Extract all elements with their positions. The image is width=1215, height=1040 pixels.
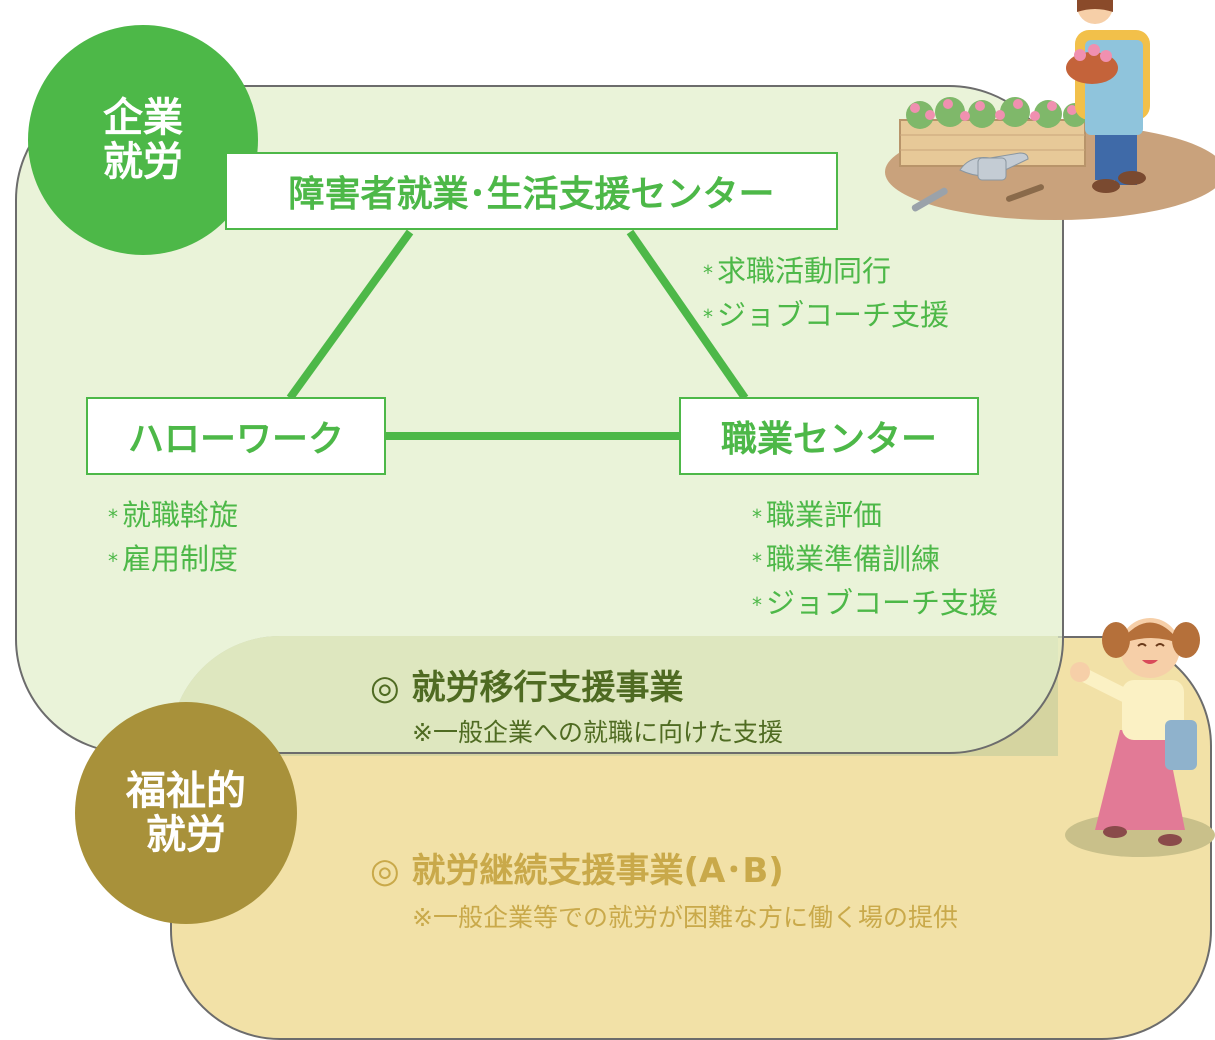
list-item: *職業評価 [752, 498, 883, 532]
list-item: *ジョブコーチ支援 [752, 586, 999, 620]
transition-program-note: ※一般企業への就職に向けた支援 [412, 718, 783, 747]
corporate-label-line2: 就労 [103, 139, 183, 185]
list-item: *職業準備訓練 [752, 542, 941, 576]
continuation-program-note: ※一般企業等での就労が困難な方に働く場の提供 [412, 903, 958, 932]
vocational-services: *職業評価 *職業準備訓練 *ジョブコーチ支援 [752, 494, 998, 626]
transition-program-title: ◎ 就労移行支援事業 [370, 668, 684, 708]
list-item: *就職斡旋 [108, 498, 239, 532]
vocational-center-node: 職業センター [679, 397, 979, 475]
welfare-employment-badge: 福祉的 就労 [75, 702, 297, 924]
waving-woman-illustration [1065, 618, 1215, 857]
continuation-support-program: ◎ 就労継続支援事業(A･B) ※一般企業等での就労が困難な方に働く場の提供 [370, 843, 958, 934]
line-center-hellowork [286, 229, 414, 401]
support-center-node: 障害者就業･生活支援センター [225, 152, 838, 230]
line-center-vocational [626, 229, 749, 401]
gardener-illustration [885, 0, 1215, 220]
welfare-label-line2: 就労 [146, 812, 226, 858]
center-services: *求職活動同行 *ジョブコーチ支援 [703, 250, 949, 338]
corporate-label-line1: 企業 [103, 95, 183, 141]
transition-support-program: ◎ 就労移行支援事業 ※一般企業への就職に向けた支援 [370, 660, 783, 749]
list-item: *ジョブコーチ支援 [703, 298, 950, 332]
welfare-label-line1: 福祉的 [126, 768, 246, 814]
corporate-employment-badge: 企業 就労 [28, 25, 258, 255]
list-item: *雇用制度 [108, 542, 239, 576]
continuation-program-title: ◎ 就労継続支援事業(A･B) [370, 851, 784, 891]
hellowork-services: *就職斡旋 *雇用制度 [108, 494, 238, 582]
hellowork-node: ハローワーク [86, 397, 386, 475]
list-item: *求職活動同行 [703, 254, 892, 288]
